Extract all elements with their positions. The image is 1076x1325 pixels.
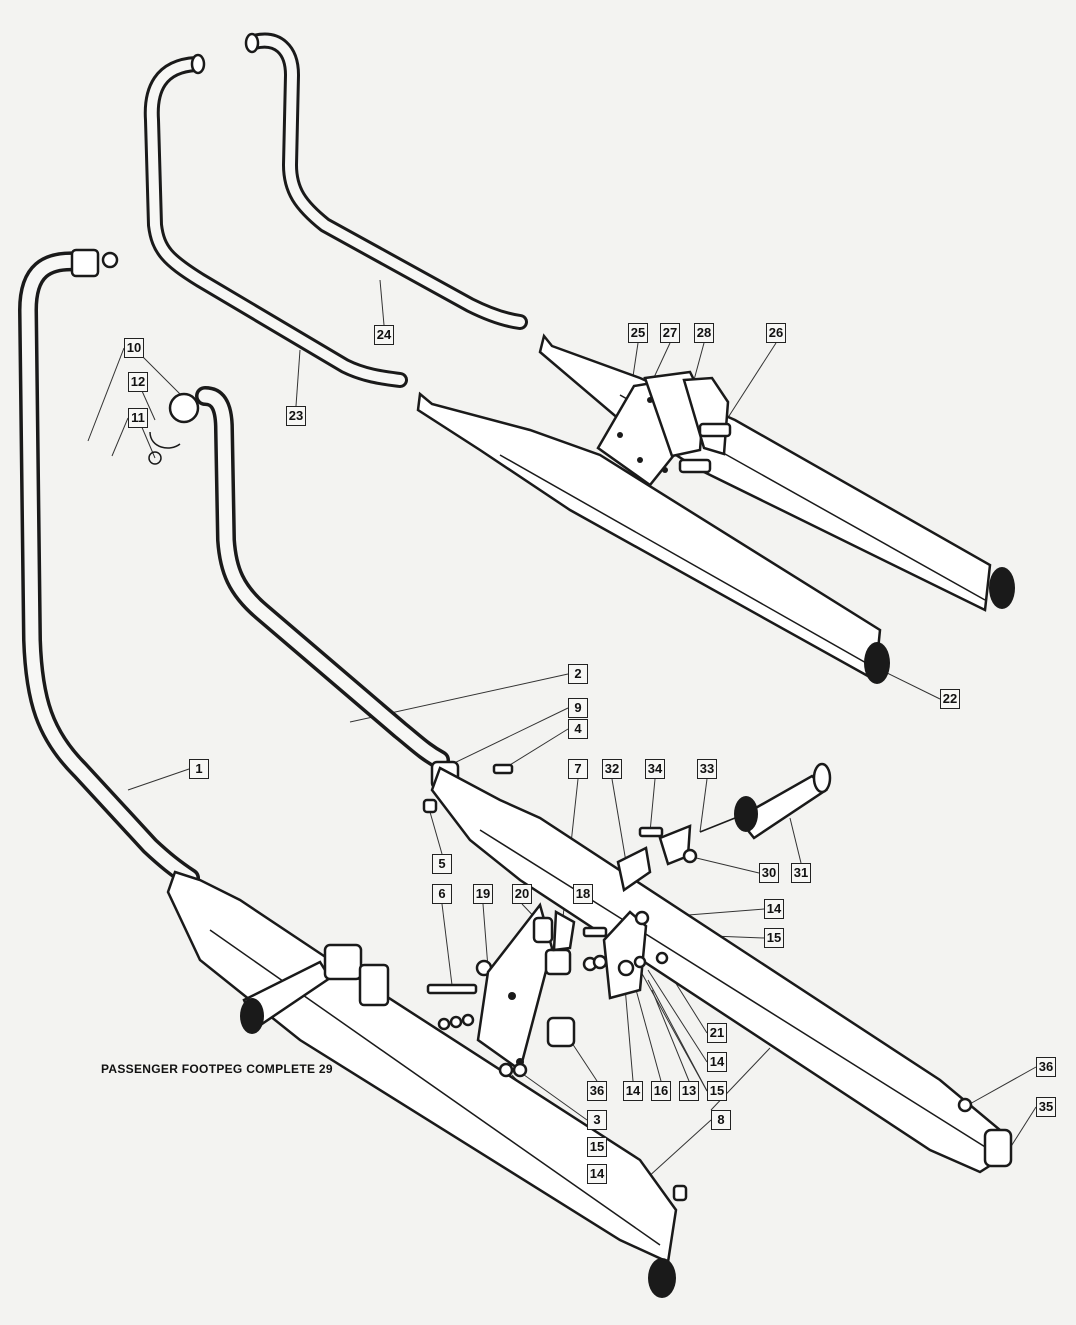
callout-16: 16 bbox=[651, 1081, 671, 1101]
leader-line-11 bbox=[111, 417, 129, 457]
callout-15: 15 bbox=[587, 1137, 607, 1157]
leader-line-4 bbox=[504, 728, 569, 769]
callout-28: 28 bbox=[694, 323, 714, 343]
exhaust-pipe-23 bbox=[143, 53, 408, 388]
leader-line-17 bbox=[569, 1039, 598, 1082]
leader-line-14 bbox=[647, 969, 708, 1063]
callout-9: 9 bbox=[568, 698, 588, 718]
callout-7: 7 bbox=[568, 759, 588, 779]
leader-line-28 bbox=[693, 342, 705, 381]
passenger-footpeg-caption: PASSENGER FOOTPEG COMPLETE 29 bbox=[101, 1062, 333, 1076]
silencer-22-front bbox=[416, 391, 890, 684]
leader-line-6 bbox=[441, 903, 453, 986]
callout-3: 3 bbox=[587, 1110, 607, 1130]
leader-line-1 bbox=[127, 768, 190, 791]
callout-2: 2 bbox=[568, 664, 588, 684]
leader-line-10 bbox=[87, 347, 125, 442]
callout-20: 20 bbox=[512, 884, 532, 904]
leader-line-36 bbox=[967, 1066, 1037, 1106]
leader-line-13 bbox=[651, 989, 690, 1082]
leader-line-24 bbox=[379, 279, 385, 326]
leader-line-19 bbox=[482, 903, 489, 969]
callout-21: 21 bbox=[707, 1023, 727, 1043]
footpeg-rubber-31 bbox=[734, 762, 832, 840]
callout-31: 31 bbox=[791, 863, 811, 883]
leader-line-32 bbox=[611, 778, 627, 863]
silencer-8-inner bbox=[430, 766, 1013, 1174]
callout-26: 26 bbox=[766, 323, 786, 343]
leader-line-16 bbox=[631, 974, 662, 1082]
callout-11: 11 bbox=[128, 408, 148, 428]
callout-6: 6 bbox=[432, 884, 452, 904]
leader-line-3 bbox=[519, 1071, 588, 1121]
callout-13: 13 bbox=[679, 1081, 699, 1101]
leader-line-34 bbox=[649, 778, 656, 833]
leader-line-30 bbox=[687, 855, 760, 874]
callout-32: 32 bbox=[602, 759, 622, 779]
callout-14: 14 bbox=[707, 1052, 727, 1072]
callout-27: 27 bbox=[660, 323, 680, 343]
passenger-footpeg-assembled bbox=[240, 943, 390, 1034]
callout-15: 15 bbox=[707, 1081, 727, 1101]
silencer-mounting-bracket bbox=[596, 370, 732, 487]
callout-22: 22 bbox=[940, 689, 960, 709]
callout-19: 19 bbox=[473, 884, 493, 904]
callout-1: 1 bbox=[189, 759, 209, 779]
leader-line-22 bbox=[884, 671, 941, 700]
callout-25: 25 bbox=[628, 323, 648, 343]
callout-14: 14 bbox=[587, 1164, 607, 1184]
silencer-screw bbox=[672, 1184, 688, 1202]
exploded-hardware bbox=[422, 763, 741, 1078]
leader-line-9 bbox=[447, 707, 569, 767]
callout-36: 36 bbox=[587, 1081, 607, 1101]
callout-35: 35 bbox=[1036, 1097, 1056, 1117]
leader-line-26 bbox=[719, 342, 777, 431]
exhaust-pipe-1 bbox=[18, 251, 200, 888]
callout-14: 14 bbox=[623, 1081, 643, 1101]
leader-line-15 bbox=[647, 979, 708, 1092]
callout-12: 12 bbox=[128, 372, 148, 392]
callout-30: 30 bbox=[759, 863, 779, 883]
leader-line-23 bbox=[295, 349, 301, 407]
callout-8: 8 bbox=[711, 1110, 731, 1130]
callout-23: 23 bbox=[286, 406, 306, 426]
leader-line-5 bbox=[429, 811, 443, 855]
callout-18: 18 bbox=[573, 884, 593, 904]
leader-line-31 bbox=[789, 817, 802, 864]
callout-10: 10 bbox=[124, 338, 144, 358]
callout-34: 34 bbox=[645, 759, 665, 779]
leader-line-35 bbox=[1009, 1106, 1037, 1149]
callout-15: 15 bbox=[764, 928, 784, 948]
callout-33: 33 bbox=[697, 759, 717, 779]
callout-14: 14 bbox=[764, 899, 784, 919]
callout-5: 5 bbox=[432, 854, 452, 874]
exhaust-clamps bbox=[70, 248, 460, 790]
callout-36: 36 bbox=[1036, 1057, 1056, 1077]
callout-4: 4 bbox=[568, 719, 588, 739]
exhaust-pipe-24 bbox=[244, 32, 528, 330]
exhaust-pipe-2 bbox=[195, 386, 450, 770]
silencer-8-outer bbox=[166, 870, 678, 1298]
leader-line-33 bbox=[699, 778, 708, 833]
callout-24: 24 bbox=[374, 325, 394, 345]
